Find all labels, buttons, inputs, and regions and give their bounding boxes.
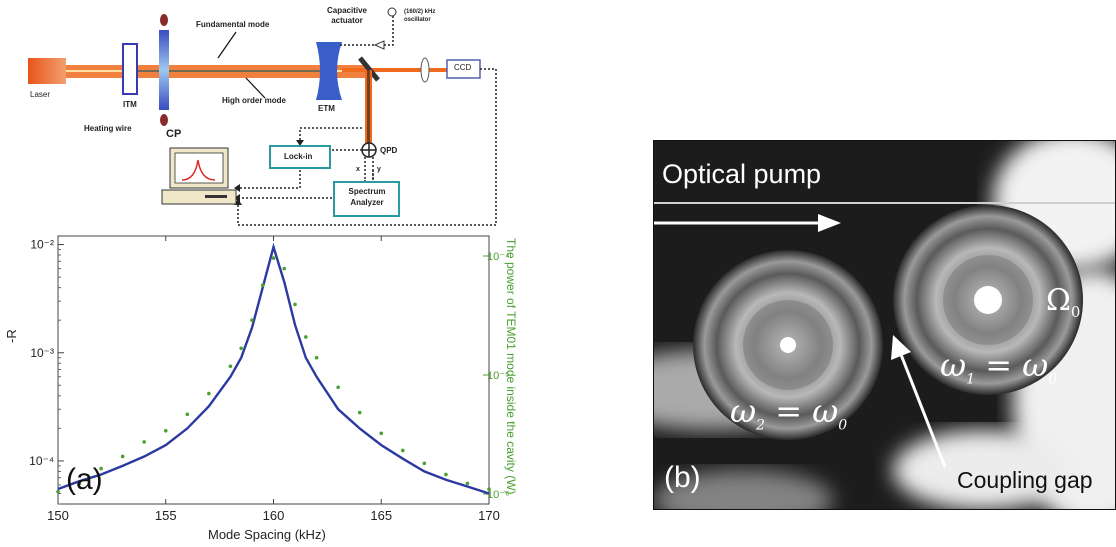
resonance-chart: 150 155 160 165 170 10⁻⁴ 10⁻³ 10⁻² 10⁻⁶ 10⁻⁵ 10⁻⁴ <box>29 235 510 523</box>
qpd-x-label: x <box>356 166 360 173</box>
laser-label: Laser <box>30 90 51 99</box>
y-right-tick-label: 10⁻⁶ <box>487 489 510 501</box>
heating-wire-bottom <box>160 114 168 126</box>
laser-box <box>28 58 66 84</box>
x-tick-label: 150 <box>47 508 69 523</box>
heating-wire-label: Heating wire <box>84 124 132 133</box>
y-right-axis-label: The power of TEM01 mode inside the cavit… <box>504 238 518 495</box>
data-point <box>379 431 384 436</box>
cp-label: CP <box>166 128 182 140</box>
x-tick-label: 170 <box>478 508 500 523</box>
etm-label: ETM <box>318 104 335 113</box>
theory-curve <box>57 242 490 495</box>
heating-wire-top <box>160 14 168 26</box>
omega1-label: ω1 = ω0 <box>940 346 1058 388</box>
beamsplitter <box>358 56 380 82</box>
data-point <box>465 481 470 486</box>
plot-frame <box>57 235 490 505</box>
ccd-label: CCD <box>454 63 472 72</box>
y-right-tick-label: 10⁻⁵ <box>487 370 510 382</box>
data-point <box>293 302 297 307</box>
qpd-label: QPD <box>380 146 398 155</box>
gap-arrow <box>898 351 947 468</box>
x-tick-label: 155 <box>155 508 177 523</box>
data-point <box>444 472 448 477</box>
lens <box>420 57 430 83</box>
data-point <box>271 256 276 260</box>
data-point <box>142 440 146 444</box>
data-point <box>120 454 125 459</box>
oscillator-label: (160/2) kHz oscillator <box>404 9 436 23</box>
data-point <box>282 266 287 271</box>
microresonator-photo <box>653 140 1116 510</box>
data-point <box>401 448 405 453</box>
y-tick-label: 10⁻² <box>30 238 54 252</box>
data-point <box>207 391 211 396</box>
data-point <box>260 283 265 288</box>
qpd-y-label: y <box>377 166 381 173</box>
omega0-label: Ω0 <box>1046 283 1081 321</box>
data-point <box>304 335 308 339</box>
data-point <box>228 364 233 369</box>
y-tick-label: 10⁻³ <box>30 346 54 360</box>
itm-mirror <box>122 43 138 95</box>
panel-b-label: (b) <box>664 461 701 494</box>
x-axis-label: Mode Spacing (kHz) <box>208 527 326 542</box>
capacitive-actuator-label: Capacitive actuator <box>326 6 368 25</box>
high-order-mode-label: High order mode <box>222 96 287 105</box>
optical-pump-label: Optical pump <box>662 159 822 189</box>
fundamental-mode-label: Fundamental mode <box>196 20 270 29</box>
omega2-label: ω2 = ω0 <box>730 392 848 434</box>
data-point <box>77 481 82 486</box>
etm-mirror <box>316 42 342 100</box>
data-point <box>422 461 427 466</box>
panel-a-label: (a) <box>66 463 103 496</box>
data-point <box>336 385 340 390</box>
data-point <box>239 346 243 351</box>
computer-icon <box>161 147 237 205</box>
data-point <box>314 355 319 360</box>
y-tick-label: 10⁻⁴ <box>29 454 54 468</box>
lockin-label: Lock-in <box>284 152 313 161</box>
itm-label: ITM <box>123 100 137 109</box>
data-point <box>487 487 491 491</box>
data-point <box>56 489 60 494</box>
data-point <box>185 412 190 417</box>
lockin-box <box>269 145 331 169</box>
oscillator-icon <box>387 7 397 17</box>
spectrum-analyzer-box <box>333 181 400 217</box>
y-axis-label: -R <box>4 329 19 343</box>
cp-plate <box>159 30 169 110</box>
x-tick-label: 160 <box>263 508 285 523</box>
data-point <box>99 466 103 471</box>
y-right-tick-label: 10⁻⁴ <box>487 251 510 263</box>
data-point <box>163 428 168 433</box>
data-point <box>357 410 362 415</box>
coupling-gap-label: Coupling gap <box>957 467 1093 493</box>
spectrum-analyzer-label: Spectrum Analyzer <box>348 187 386 207</box>
setup-diagram <box>28 7 497 226</box>
x-tick-label: 165 <box>370 508 392 523</box>
data-point <box>250 318 254 322</box>
